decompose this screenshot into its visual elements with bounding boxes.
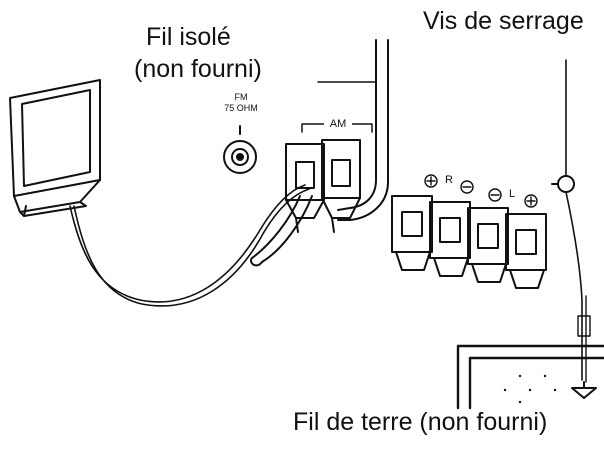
- speaker-terminal-block: [391, 195, 547, 289]
- ground-surface: [456, 344, 604, 410]
- insulated-wire: [317, 39, 389, 221]
- fm-band-label: FM: [234, 92, 248, 102]
- terminal-lead: [250, 195, 313, 267]
- am-terminal-block: [285, 139, 361, 233]
- fm-impedance-label: 75 OHM: [224, 103, 258, 113]
- insulated-wire-label-line2: (non fourni): [134, 55, 262, 83]
- clamp-screw-label: Vis de serrage: [423, 7, 584, 35]
- am-band-label: AM: [324, 118, 352, 130]
- insulated-wire-label-line1: Fil isolé: [146, 23, 231, 51]
- loop-antenna-lead: [69, 184, 310, 307]
- ground-screw: [551, 59, 575, 193]
- polarity-symbols: [424, 174, 538, 208]
- ground-wire: [565, 191, 597, 399]
- am-loop-antenna: [9, 79, 101, 217]
- fm-antenna-jack: [223, 125, 257, 174]
- soil-dots: [503, 374, 557, 404]
- speaker-right-label: R: [445, 174, 453, 186]
- ground-wire-label: Fil de terre (non fourni): [293, 408, 548, 436]
- speaker-left-label: L: [509, 188, 516, 200]
